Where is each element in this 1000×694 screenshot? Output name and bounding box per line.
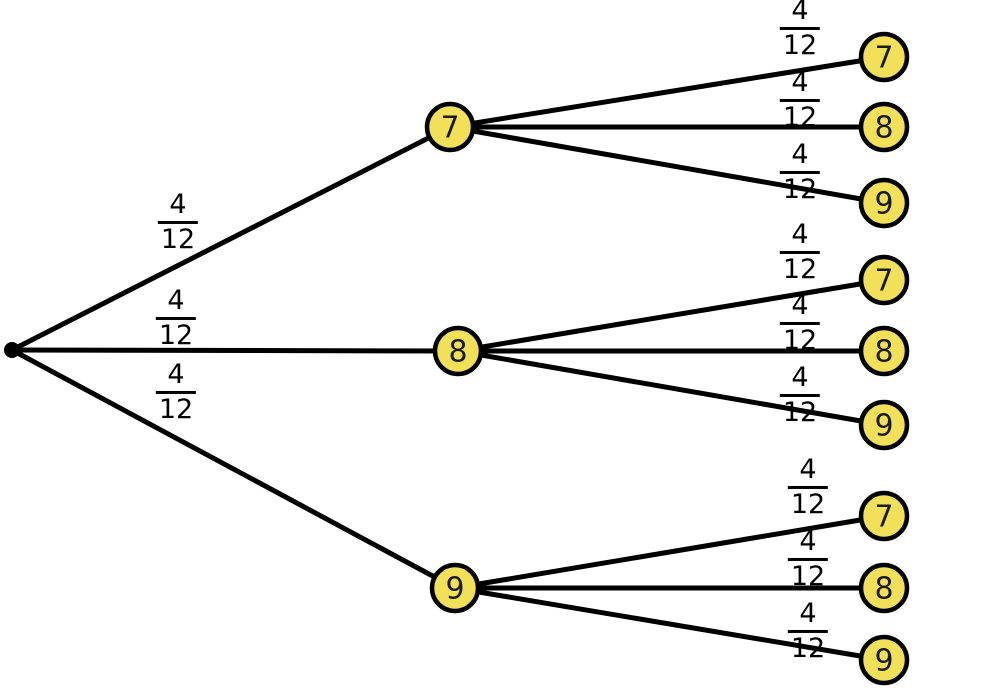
fraction-denominator: 12 xyxy=(158,319,194,351)
node-label-n8-7: 7 xyxy=(874,264,893,299)
node-label-n9-8: 8 xyxy=(874,572,893,607)
edges-group xyxy=(9,54,887,663)
node-circle-n7-9 xyxy=(858,177,910,229)
fraction-numerator: 4 xyxy=(791,0,809,26)
fraction-bar xyxy=(779,170,821,174)
tree-edge-e-9-7 xyxy=(452,513,887,591)
node-circle-n8-7 xyxy=(858,254,910,306)
fraction-numerator: 4 xyxy=(167,284,185,316)
fraction-bar xyxy=(779,321,821,325)
fraction-denominator: 12 xyxy=(782,396,818,428)
tree-edge-e-9-9 xyxy=(452,585,887,663)
fraction-denominator: 12 xyxy=(782,29,818,61)
tree-edge-e-7-9 xyxy=(447,124,887,206)
fraction-denominator: 12 xyxy=(790,560,826,592)
fraction-numerator: 4 xyxy=(799,597,817,629)
fraction-bar xyxy=(787,629,829,633)
node-label-n7-8: 8 xyxy=(874,111,893,146)
fraction-bar xyxy=(787,557,829,561)
fraction-numerator: 4 xyxy=(791,218,809,250)
fraction-bar xyxy=(155,390,197,394)
fraction-bar xyxy=(157,220,199,224)
fraction-bar xyxy=(779,393,821,397)
nodes-group: 7 8 9 7 8 9 7 8 9 7 8 9 xyxy=(4,31,910,686)
leaf-node-n8-9[interactable]: 9 xyxy=(858,399,910,451)
fraction-numerator: 4 xyxy=(167,358,185,390)
fraction-numerator: 4 xyxy=(791,66,809,98)
fraction-denominator: 12 xyxy=(790,632,826,664)
fraction-denominator: 12 xyxy=(160,223,196,255)
fraction-denominator: 12 xyxy=(782,253,818,285)
node-label-n7-9: 9 xyxy=(874,187,893,222)
fraction-numerator: 4 xyxy=(799,525,817,557)
node-circle-n8 xyxy=(432,325,484,377)
node-circle-n7-8 xyxy=(858,101,910,153)
leaf-node-n7-9[interactable]: 9 xyxy=(858,177,910,229)
root-node-dot[interactable] xyxy=(4,342,20,358)
node-circle-n8-9 xyxy=(858,399,910,451)
leaf-node-n7-7[interactable]: 7 xyxy=(858,31,910,83)
leaf-node-n8-7[interactable]: 7 xyxy=(858,254,910,306)
node-label-n7: 7 xyxy=(440,111,459,146)
tree-edge-e-7-7 xyxy=(447,54,887,130)
fraction-denominator: 12 xyxy=(790,488,826,520)
fraction-numerator: 4 xyxy=(791,138,809,170)
level1-node-n7[interactable]: 7 xyxy=(424,101,476,153)
node-circle-n9-7 xyxy=(858,490,910,542)
node-label-n8: 8 xyxy=(448,335,467,370)
node-label-n8-9: 9 xyxy=(874,409,893,444)
fraction-bar xyxy=(787,485,829,489)
level1-node-n8[interactable]: 8 xyxy=(432,325,484,377)
fraction-numerator: 4 xyxy=(169,188,187,220)
level1-node-n9[interactable]: 9 xyxy=(429,562,481,614)
leaf-node-n9-9[interactable]: 9 xyxy=(858,634,910,686)
node-label-n7-7: 7 xyxy=(874,41,893,76)
tree-edge-e-root-8 xyxy=(9,347,461,354)
node-circle-n8-8 xyxy=(858,325,910,377)
tree-edge-e-root-7 xyxy=(9,124,453,353)
fraction-numerator: 4 xyxy=(791,289,809,321)
fraction-numerator: 4 xyxy=(799,453,817,485)
fraction-denominator: 12 xyxy=(158,393,194,425)
tree-edge-e-8-7 xyxy=(455,277,887,354)
fraction-bar xyxy=(779,98,821,102)
node-label-n9-9: 9 xyxy=(874,644,893,679)
node-circle-n9 xyxy=(429,562,481,614)
fraction-bar xyxy=(779,250,821,254)
leaf-node-n9-8[interactable]: 8 xyxy=(858,562,910,614)
node-circle-n7 xyxy=(424,101,476,153)
node-circle-n9-8 xyxy=(858,562,910,614)
leaf-node-n8-8[interactable]: 8 xyxy=(858,325,910,377)
leaf-node-n9-7[interactable]: 7 xyxy=(858,490,910,542)
node-label-n9: 9 xyxy=(445,572,464,607)
fraction-denominator: 12 xyxy=(782,101,818,133)
tree-edge-e-root-9 xyxy=(9,347,458,591)
fraction-denominator: 12 xyxy=(782,324,818,356)
fraction-bar xyxy=(779,26,821,30)
fraction-numerator: 4 xyxy=(791,361,809,393)
fraction-denominator: 12 xyxy=(782,173,818,205)
fraction-bar xyxy=(155,316,197,320)
node-label-n9-7: 7 xyxy=(874,500,893,535)
node-label-n8-8: 8 xyxy=(874,335,893,370)
tree-edge-e-8-9 xyxy=(455,348,887,428)
leaf-node-n7-8[interactable]: 8 xyxy=(858,101,910,153)
node-circle-n9-9 xyxy=(858,634,910,686)
node-circle-n7-7 xyxy=(858,31,910,83)
